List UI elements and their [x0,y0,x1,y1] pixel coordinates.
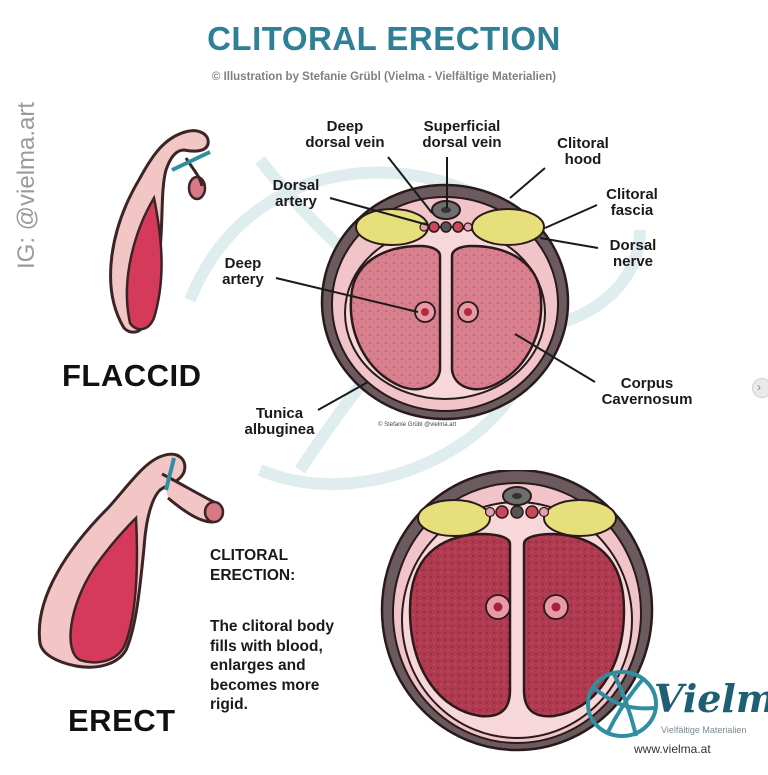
label-dorsal-nerve: Dorsal nerve [598,238,668,270]
label-line: Dorsal [272,177,320,194]
flaccid-side-view [109,129,211,334]
label-line: albuginea [244,421,315,438]
state-label-flaccid: FLACCID [62,358,202,393]
artist-signature: © Stefanie Grübl @vielma.art [378,422,457,428]
brand-url[interactable]: www.vielma.at [634,742,711,756]
label-corpus-cavernosum: Corpus Cavernosum [582,376,712,408]
label-line: fascia [610,202,654,219]
description-line: rigid. [210,696,248,713]
description-body: The clitoral body fills with blood, enla… [210,617,334,715]
label-dorsal-artery: Dorsal artery [256,178,336,210]
label-line: Cavernosum [601,391,693,408]
description-line: becomes more [210,676,320,694]
label-clitoral-fascia: Clitoral fascia [592,187,672,219]
description-line: The clitoral body [210,618,335,635]
description-heading-line: CLITORAL [210,547,289,564]
label-deep-dorsal-vein: Deep dorsal vein [280,119,410,151]
state-label-erect: ERECT [68,703,176,738]
label-deep-artery: Deep artery [208,256,278,288]
page-title: CLITORAL ERECTION [207,20,561,57]
label-line: Corpus [620,375,674,392]
label-clitoral-hood: Clitoral hood [543,136,623,168]
label-line: Dorsal [609,237,657,254]
brand-tagline: Vielfältige Materialien [661,725,747,735]
erect-cross-section [380,470,654,752]
erect-side-view [37,452,225,669]
description-heading: CLITORAL ERECTION: [210,546,295,585]
label-superficial-dorsal-vein: Superficial dorsal vein [402,119,522,151]
label-line: Deep [224,255,262,272]
description-heading-line: ERECTION: [210,566,296,584]
label-line: hood [564,151,602,168]
label-line: artery [275,193,317,210]
description-line: enlarges and [210,657,306,674]
label-line: nerve [612,253,654,270]
flaccid-cross-section [320,183,570,421]
label-tunica-albuginea: Tunica albuginea [232,406,327,438]
label-line: Clitoral [606,186,658,203]
illustration-credit: © Illustration by Stefanie Grübl (Vielma… [211,71,557,83]
label-line: Superficial [423,118,501,135]
svg-text:IG: @vielma.art: IG: @vielma.art [13,102,40,269]
label-line: artery [222,271,264,288]
instagram-handle: IG: @vielma.art [13,102,40,269]
vielma-logo-icon [586,670,658,738]
brand-name: Vielma [654,676,768,721]
next-arrow-icon[interactable]: › [752,378,768,398]
label-line: Clitoral [557,135,609,152]
label-line: dorsal vein [422,134,502,151]
label-line: Tunica [255,405,304,422]
label-line: Deep [326,118,364,135]
description-line: fills with blood, [210,637,323,655]
label-line: dorsal vein [305,134,385,151]
